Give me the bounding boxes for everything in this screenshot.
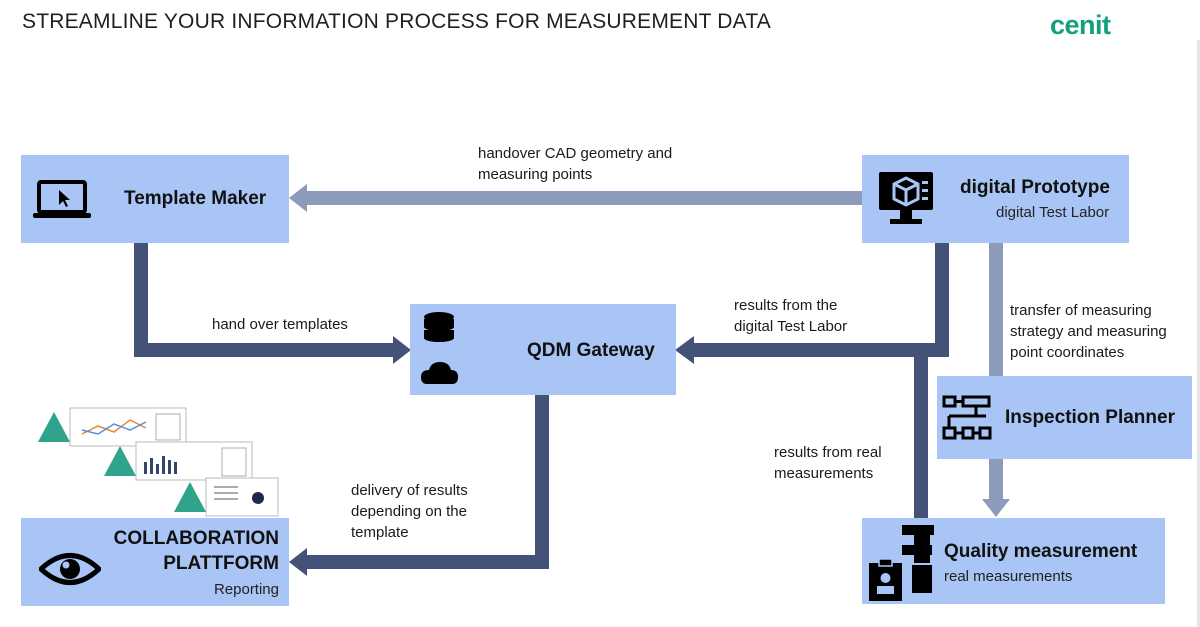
database-cloud-icon	[421, 312, 458, 384]
monitor-cube-icon	[879, 172, 933, 224]
arrow-handover-cad	[289, 184, 862, 212]
page-title: STREAMLINE YOUR INFORMATION PROCESS FOR …	[22, 10, 771, 33]
label-results-real-line1: results from real	[774, 444, 882, 461]
label-results-digital-line1: results from the	[734, 297, 838, 314]
measurement-device-icon	[869, 525, 934, 601]
label-transfer-strategy-line3: point coordinates	[1010, 344, 1125, 361]
eye-icon	[39, 553, 101, 585]
node-quality-measurement: Quality measurement real measurements	[862, 518, 1165, 604]
arrow-delivery	[289, 395, 549, 576]
label-handover-cad: handover CAD geometry and measuring poin…	[478, 143, 672, 185]
label-results-digital-line2: digital Test Labor	[734, 318, 848, 335]
node-digital-prototype: digital Prototype digital Test Labor	[862, 155, 1129, 243]
collaboration-subtitle: Reporting	[213, 581, 279, 598]
label-delivery-line3: template	[351, 524, 409, 541]
collaboration-title-line1: COLLABORATION	[113, 528, 279, 549]
label-results-real: results from real measurements	[774, 442, 882, 484]
label-handover-cad-line2: measuring points	[478, 166, 593, 183]
qdm-gateway-title: QDM Gateway	[527, 340, 655, 361]
label-transfer-strategy-line1: transfer of measuring	[1010, 302, 1152, 319]
node-collaboration-platform: COLLABORATION PLATTFORM Reporting	[21, 518, 289, 606]
template-maker-title: Template Maker	[124, 188, 267, 209]
digital-prototype-title: digital Prototype	[960, 177, 1110, 198]
arrow-results-digital	[675, 243, 949, 364]
label-transfer-strategy-line2: strategy and measuring	[1010, 323, 1167, 340]
divider	[1197, 40, 1200, 627]
label-results-real-line2: measurements	[774, 465, 874, 482]
label-transfer-strategy: transfer of measuring strategy and measu…	[1010, 300, 1167, 363]
label-results-digital: results from the digital Test Labor	[734, 295, 847, 337]
collaboration-title-line2: PLATTFORM	[163, 553, 279, 574]
label-delivery-line2: depending on the	[351, 503, 467, 520]
node-inspection-planner: Inspection Planner	[937, 376, 1192, 459]
quality-measurement-title: Quality measurement	[944, 541, 1138, 562]
label-hand-over-templates-line1: hand over templates	[212, 316, 348, 333]
node-qdm-gateway: QDM Gateway	[410, 304, 676, 395]
label-delivery-line1: delivery of results	[351, 482, 468, 499]
arrow-results-real	[914, 350, 928, 518]
report-thumbnail-graphics	[38, 407, 279, 517]
flow-chart-icon	[942, 395, 992, 440]
digital-prototype-subtitle: digital Test Labor	[996, 204, 1110, 221]
label-handover-cad-line1: handover CAD geometry and	[478, 145, 673, 162]
quality-measurement-subtitle: real measurements	[944, 568, 1073, 585]
node-template-maker: Template Maker	[21, 155, 289, 243]
label-delivery: delivery of results depending on the tem…	[351, 480, 468, 543]
inspection-planner-title: Inspection Planner	[1005, 407, 1175, 428]
laptop-cursor-icon	[33, 180, 91, 218]
label-hand-over-templates: hand over templates	[212, 314, 348, 335]
arrow-hand-over-templates	[134, 243, 411, 364]
cenit-logo: cenit	[1050, 10, 1111, 40]
report-thumbnails	[36, 406, 286, 518]
